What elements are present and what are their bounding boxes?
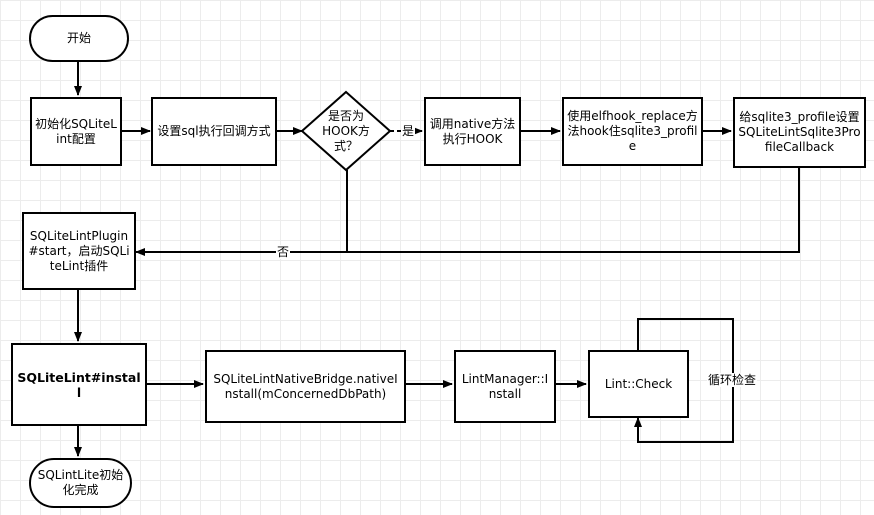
decision-diamond [300,90,392,172]
install-node: SQLiteLint#install [11,343,147,426]
init-config-label: 初始化SQLiteLint配置 [35,116,117,146]
edge-profile-to-plugin [347,168,800,253]
start-label: 开始 [66,31,91,45]
lint-check-node: Lint::Check [588,350,689,418]
set-profile-label: 给sqlite3_profile设置SQLiteLintSqlite3Profi… [738,110,861,154]
yes-edge-label: 是 [401,124,416,138]
native-install-label: SQLiteLintNativeBridge.nativeInstall(mCo… [213,371,398,401]
lint-check-label: Lint::Check [604,376,673,391]
start-node: 开始 [29,15,129,62]
lint-manager-node: LintManager::Install [454,350,556,423]
native-install-node: SQLiteLintNativeBridge.nativeInstall(mCo… [205,350,406,423]
init-done-label: SQLintLite初始化完成 [37,468,124,497]
elfhook-node: 使用elfhook_replace方法hook住sqlite3_profile [562,97,703,166]
install-label: SQLiteLint#install [17,369,141,400]
edge-decision-no [135,170,348,256]
loop-edge-label: 循环检查 [707,373,758,387]
set-profile-node: 给sqlite3_profile设置SQLiteLintSqlite3Profi… [733,97,866,168]
elfhook-label: 使用elfhook_replace方法hook住sqlite3_profile [567,109,698,153]
init-config-node: 初始化SQLiteLint配置 [30,97,122,166]
plugin-start-label: SQLiteLintPlugin#start，启动SQLiteLint插件 [28,228,130,273]
native-hook-label: 调用native方法执行HOOK [429,116,516,146]
set-sql-callback-label: 设置sql执行回调方式 [157,124,271,138]
decision-label: 是否为HOOK方式？ [322,108,370,153]
set-sql-callback-node: 设置sql执行回调方式 [151,97,277,166]
native-hook-node: 调用native方法执行HOOK [424,97,521,166]
lint-manager-label: LintManager::Install [461,371,549,401]
no-edge-label: 否 [276,245,291,259]
plugin-start-node: SQLiteLintPlugin#start，启动SQLiteLint插件 [22,212,136,290]
init-done-node: SQLintLite初始化完成 [29,458,132,508]
